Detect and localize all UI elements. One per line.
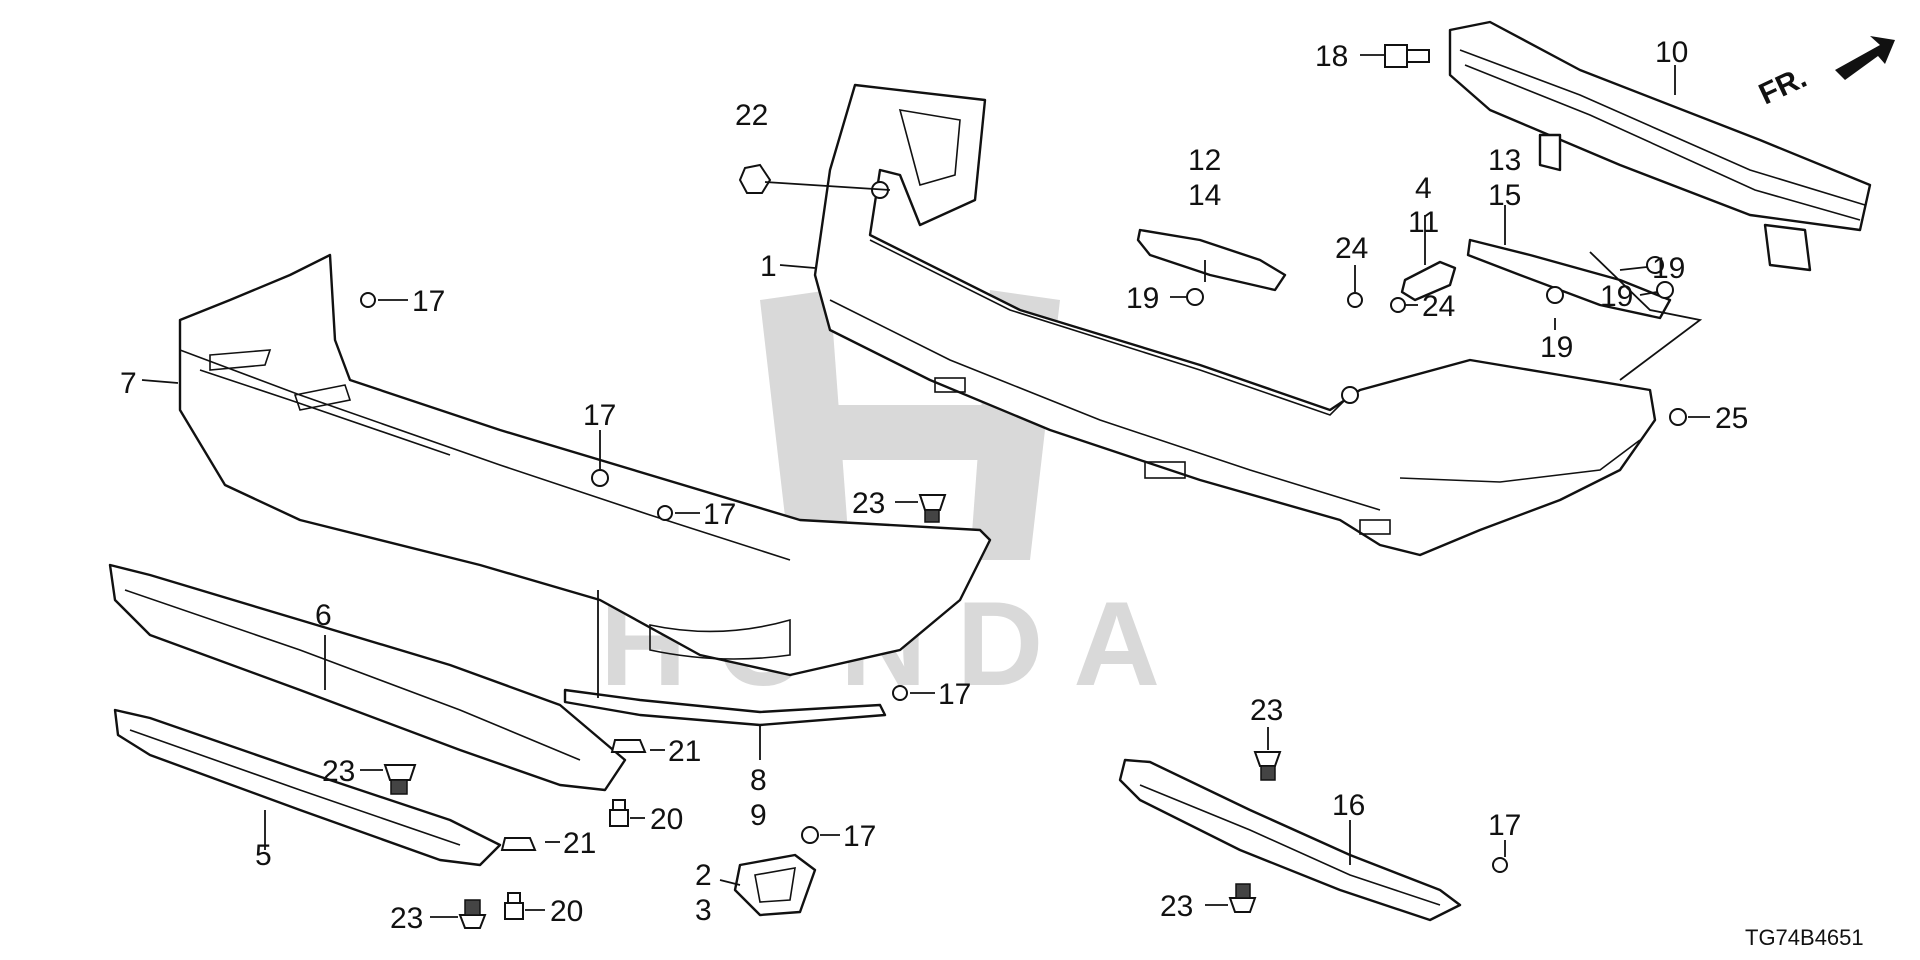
callout-4: 4	[1415, 172, 1432, 205]
callout-23: 23	[1250, 694, 1283, 727]
bolt-18-icon	[1384, 44, 1430, 68]
part-7-bumper-cover	[178, 253, 992, 677]
callout-18: 18	[1315, 40, 1348, 73]
part-10-bumper-beam	[1448, 20, 1872, 272]
nut-19-icon	[1656, 281, 1674, 299]
callout-2: 2	[695, 859, 712, 892]
callout-5: 5	[255, 839, 272, 872]
part-5-lower-reinforcement	[113, 708, 502, 867]
clip-23-icon	[1253, 751, 1282, 781]
callout-8: 8	[750, 764, 767, 797]
nut-21-icon	[610, 739, 647, 753]
nut-24-icon	[1347, 292, 1363, 308]
callout-12: 12	[1188, 144, 1221, 177]
callout-11: 11	[1408, 206, 1439, 239]
nut-25-icon	[1669, 408, 1687, 426]
callout-3: 3	[695, 894, 712, 927]
callout-17: 17	[412, 285, 445, 318]
callout-20: 20	[550, 895, 583, 928]
screw-17-icon	[1492, 857, 1508, 873]
callout-20: 20	[650, 803, 683, 836]
callout-17: 17	[583, 399, 616, 432]
callout-23: 23	[322, 755, 355, 788]
nut-19-icon	[1546, 286, 1564, 304]
part-8-9-molding	[563, 688, 887, 727]
callout-17: 17	[703, 498, 736, 531]
bolt-20-icon	[504, 892, 524, 920]
nut-24-icon	[1390, 297, 1406, 313]
fr-label: FR.	[1754, 61, 1812, 111]
callout-9: 9	[750, 799, 767, 832]
screw-17-icon	[360, 292, 376, 308]
callout-17: 17	[843, 820, 876, 853]
part-12-14-side-bracket-left	[1136, 228, 1287, 292]
callout-25: 25	[1715, 402, 1748, 435]
callout-24: 24	[1335, 232, 1368, 265]
screw-17-icon	[657, 505, 673, 521]
callout-14: 14	[1188, 179, 1221, 212]
screw-17-icon	[591, 469, 609, 487]
bolt-20-icon	[609, 799, 629, 827]
callout-23: 23	[390, 902, 423, 935]
callout-labels: 1 2 3 4 5 6 7 8 9 10 11 12 13 14 15 16 1…	[120, 36, 1748, 935]
fr-arrow-icon	[1835, 36, 1895, 80]
leader-lines	[141, 54, 1710, 918]
clip-23-icon	[458, 899, 487, 929]
callout-21: 21	[668, 735, 701, 768]
nut-19-icon	[1646, 256, 1664, 274]
callout-19: 19	[1126, 282, 1159, 315]
callout-15: 15	[1488, 179, 1521, 212]
part-16-lower-bracket	[1118, 758, 1462, 922]
fasteners	[360, 44, 1687, 929]
callout-17: 17	[1488, 809, 1521, 842]
front-direction-indicator: FR.	[1754, 36, 1895, 111]
callout-13: 13	[1488, 144, 1521, 177]
nut-19-icon	[1186, 288, 1204, 306]
callout-19: 19	[1652, 252, 1685, 285]
part-1-rear-bumper-face	[813, 83, 1657, 557]
callout-23: 23	[1160, 890, 1193, 923]
part-6-lower-garnish	[108, 563, 627, 792]
callout-16: 16	[1332, 789, 1365, 822]
clip-22-icon	[738, 163, 772, 194]
callout-21: 21	[563, 827, 596, 860]
clip-23-icon	[1228, 883, 1257, 913]
callout-22: 22	[735, 99, 768, 132]
callout-17: 17	[938, 678, 971, 711]
callout-19: 19	[1540, 331, 1573, 364]
screw-17-icon	[801, 826, 819, 844]
callout-10: 10	[1655, 36, 1688, 69]
callout-23: 23	[852, 487, 885, 520]
callout-6: 6	[315, 599, 332, 632]
callout-1: 1	[760, 250, 777, 283]
clip-23-icon	[383, 764, 417, 795]
part-13-15-side-bracket-right	[1466, 238, 1672, 320]
part-4-11-spacer	[1400, 260, 1457, 302]
callout-24: 24	[1422, 290, 1455, 323]
part-2-3-reflector	[733, 853, 817, 917]
callout-19: 19	[1600, 280, 1633, 313]
clip-23-icon	[918, 494, 947, 523]
figure-code: TG74B4651	[1745, 925, 1864, 950]
screw-17-icon	[892, 685, 908, 701]
nut-21-icon	[500, 837, 537, 851]
callout-7: 7	[120, 367, 137, 400]
